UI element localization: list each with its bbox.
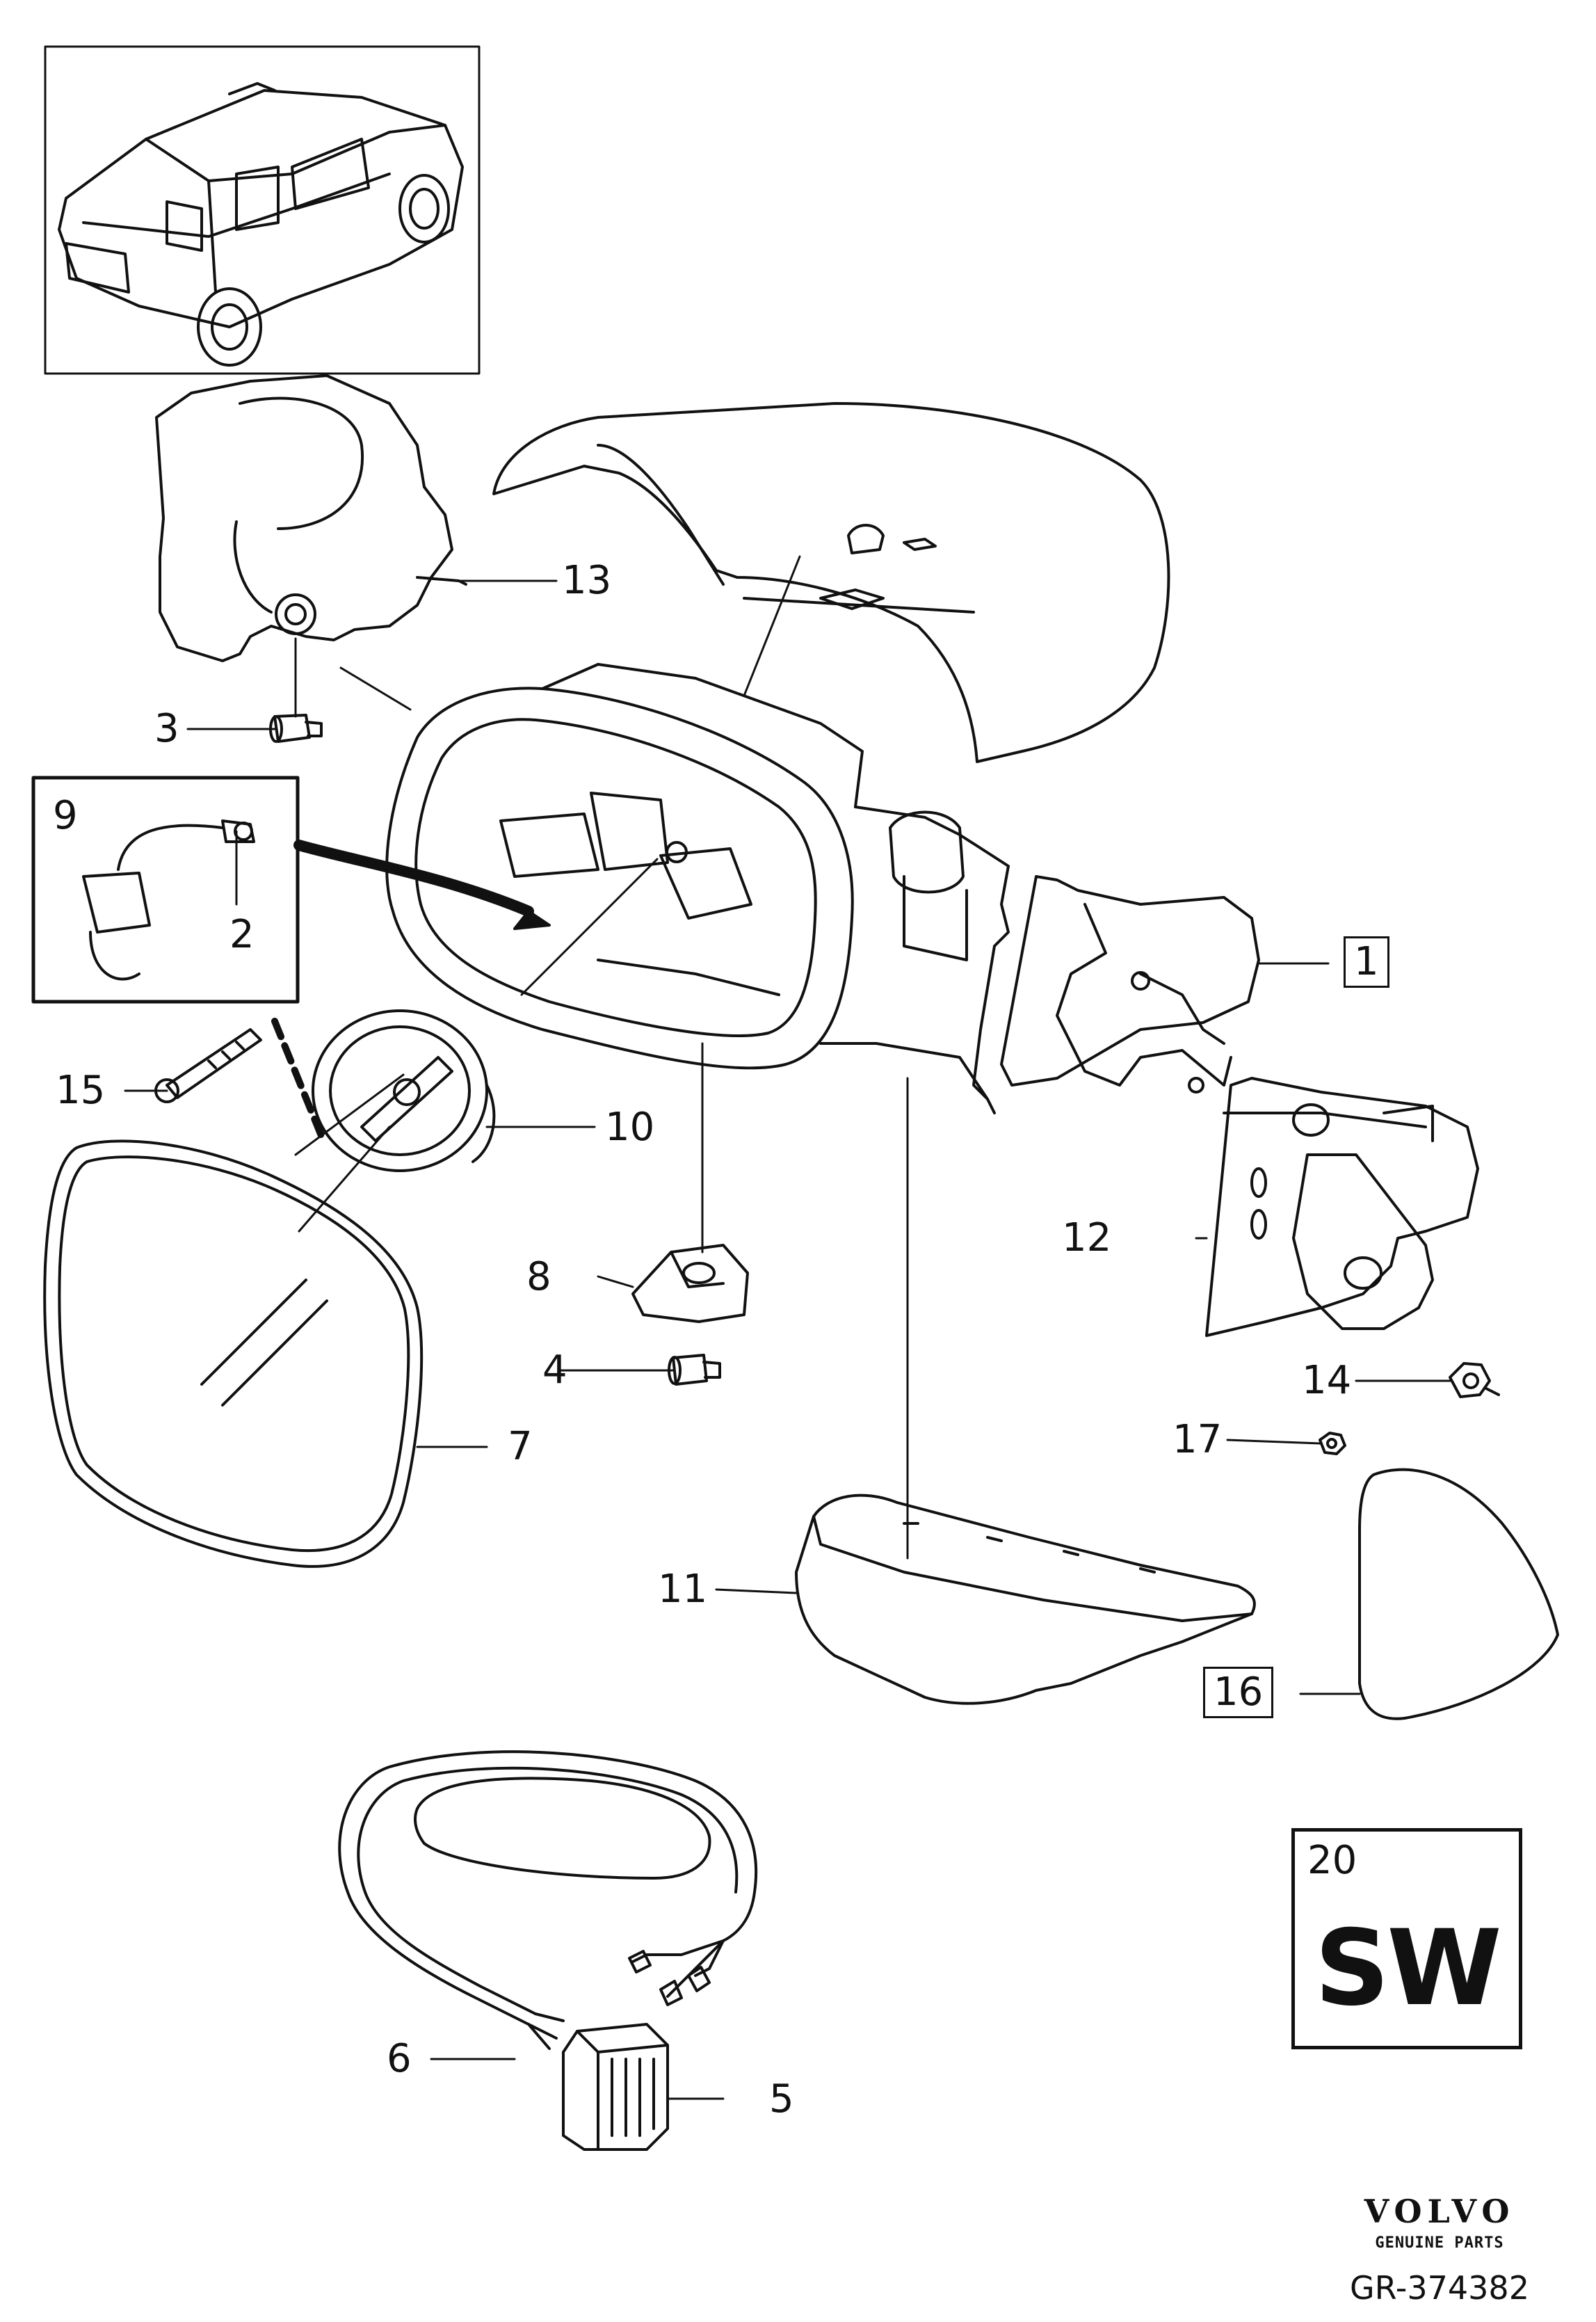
leader-lines [124, 555, 1451, 2100]
callout-15: 15 [56, 1068, 106, 1113]
mirror-cap [492, 402, 1170, 763]
part-7-mirror-glass [43, 1139, 424, 1568]
reference-code: GR-374382 [1350, 2269, 1529, 2307]
part-17-nut [1319, 1432, 1346, 1455]
callout-9: 9 [53, 793, 78, 838]
part-13-housing-cover [155, 374, 467, 662]
part-6-wiring-harness [338, 1750, 758, 2050]
brand-subtitle: GENUINE PARTS [1375, 2234, 1504, 2252]
callout-2: 2 [229, 912, 255, 957]
callout-17: 17 [1172, 1417, 1223, 1462]
callout-6: 6 [387, 2036, 412, 2081]
part-12-bracket [1205, 1077, 1479, 1337]
callout-16: 16 [1203, 1667, 1274, 1718]
part-10-glass-motor [312, 1009, 496, 1172]
part-4-bulb [668, 1354, 721, 1386]
part-9-wiring-inset [31, 776, 300, 1004]
callout-5: 5 [769, 2076, 794, 2122]
callout-14: 14 [1302, 1358, 1352, 1403]
callout-10: 10 [605, 1105, 655, 1150]
sw-badge-text: SW [1314, 1908, 1502, 2029]
harness-routing-arrow [293, 840, 534, 917]
callout-3: 3 [154, 706, 179, 751]
sw-software-box: 20 SW [1291, 1828, 1522, 2049]
callout-12: 12 [1062, 1215, 1112, 1260]
callout-8: 8 [526, 1254, 551, 1299]
brand-logo: VOLVO GENUINE PARTS [1349, 2193, 1530, 2252]
part-16-cover-cap [1358, 1468, 1559, 1720]
part-15-screw [154, 1028, 262, 1103]
callout-20: 20 [1307, 1838, 1357, 1883]
mirror-housing-frame [385, 663, 1010, 1114]
callout-11: 11 [658, 1567, 708, 1612]
assembly-dashed-line [271, 1018, 327, 1144]
part-11-lower-cover [795, 1494, 1256, 1705]
vehicle-thumbnail [44, 45, 481, 375]
part-1-adjuster-mechanism [1000, 875, 1260, 1094]
part-14-nut [1449, 1362, 1500, 1398]
part-5-connector [562, 2023, 669, 2151]
part-3-bulb [269, 714, 323, 743]
callout-1: 1 [1344, 936, 1389, 988]
brand-name: VOLVO [1364, 2193, 1515, 2230]
callout-4: 4 [542, 1347, 567, 1393]
callout-13: 13 [562, 558, 612, 603]
callout-7: 7 [508, 1424, 533, 1469]
part-8-puddle-lamp [631, 1244, 749, 1323]
